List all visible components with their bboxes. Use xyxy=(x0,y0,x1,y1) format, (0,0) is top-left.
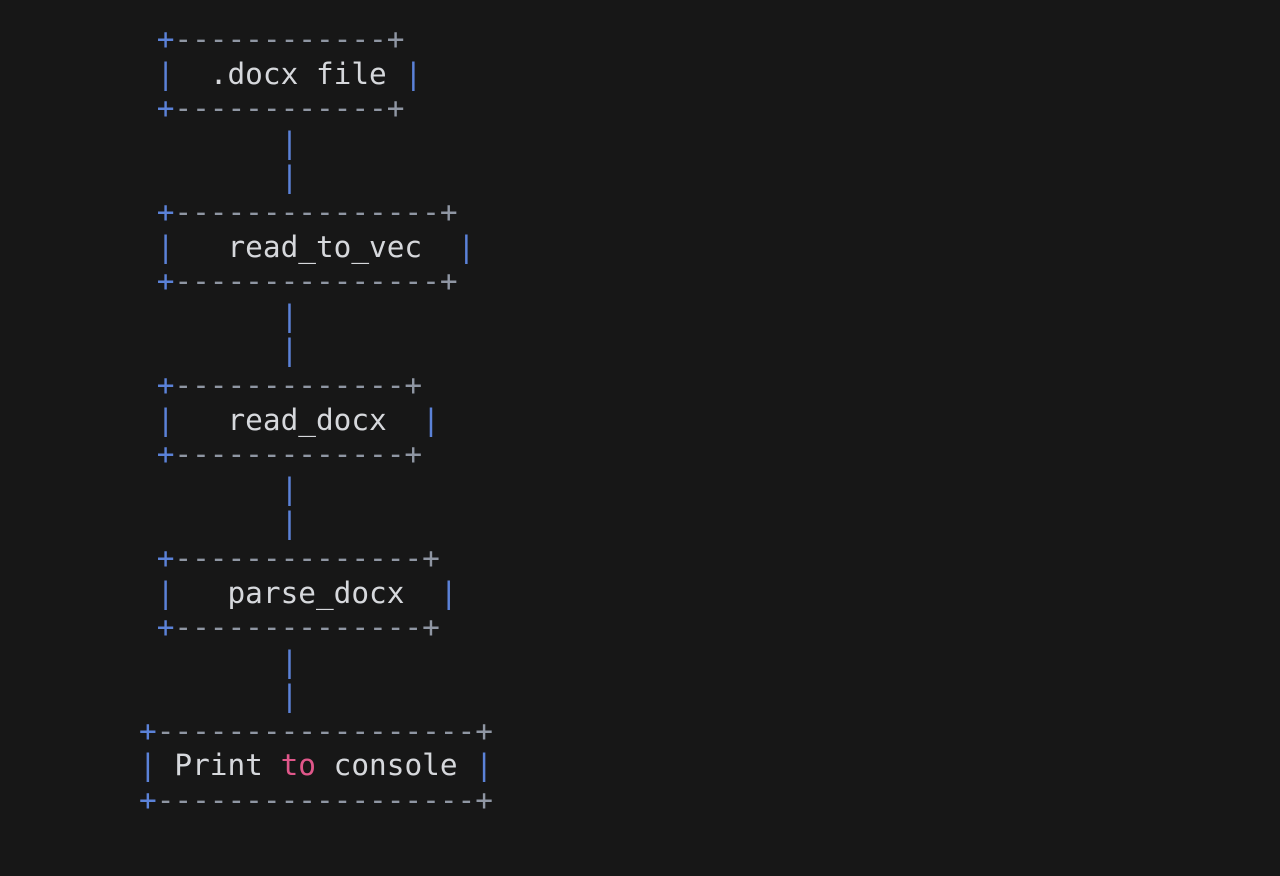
diagram-segment: + xyxy=(156,437,175,472)
diagram-segment xyxy=(139,437,157,471)
diagram-segment: + xyxy=(156,367,175,402)
diagram-segment xyxy=(139,264,157,298)
diagram-segment: | xyxy=(280,298,299,333)
diagram-line: +-------------+ xyxy=(139,437,493,472)
diagram-segment: + xyxy=(156,194,175,229)
diagram-segment xyxy=(139,160,281,194)
diagram-segment xyxy=(139,22,157,56)
diagram-segment: parse_docx xyxy=(174,575,440,610)
diagram-segment: read_docx xyxy=(174,402,423,437)
diagram-segment: | xyxy=(280,679,299,714)
diagram-segment: + xyxy=(139,783,157,818)
diagram-segment xyxy=(139,541,157,575)
diagram-segment: + xyxy=(156,22,175,56)
diagram-segment: --------------+ xyxy=(174,610,440,645)
diagram-line: | xyxy=(139,126,493,161)
diagram-segment: console xyxy=(315,748,476,783)
diagram-line: | xyxy=(139,645,493,680)
diagram-segment: | xyxy=(475,748,493,783)
diagram-segment xyxy=(139,230,157,264)
diagram-line: | xyxy=(139,299,493,334)
diagram-segment: | xyxy=(280,506,299,541)
diagram-line: +------------------+ xyxy=(139,714,493,749)
diagram-segment: + xyxy=(156,91,175,126)
diagram-segment xyxy=(139,91,157,125)
diagram-segment: | xyxy=(156,402,175,437)
diagram-segment xyxy=(139,506,281,540)
diagram-segment: Print xyxy=(156,748,281,783)
diagram-segment: + xyxy=(156,610,175,645)
diagram-segment xyxy=(139,403,157,437)
diagram-segment: --------------+ xyxy=(174,540,440,575)
diagram-segment: | xyxy=(156,575,175,610)
diagram-segment: | xyxy=(280,333,299,368)
diagram-segment: | xyxy=(156,229,175,264)
diagram-segment: read_to_vec xyxy=(174,229,458,264)
diagram-line: +--------------+ xyxy=(139,541,493,576)
diagram-segment: ---------------+ xyxy=(174,194,458,229)
flow-diagram: +------------+ | .docx file | +---------… xyxy=(139,22,493,818)
diagram-segment: | xyxy=(422,402,440,437)
diagram-segment xyxy=(139,576,157,610)
diagram-segment: + xyxy=(156,540,175,575)
diagram-line: +---------------+ xyxy=(139,195,493,230)
diagram-segment: | xyxy=(139,748,157,783)
diagram-line: | xyxy=(139,472,493,507)
diagram-segment: ------------+ xyxy=(174,91,405,126)
diagram-line: | xyxy=(139,160,493,195)
diagram-segment xyxy=(139,195,157,229)
diagram-segment: | xyxy=(280,125,299,160)
diagram-segment xyxy=(139,333,281,367)
diagram-line: | read_to_vec | xyxy=(139,230,493,265)
diagram-line: | xyxy=(139,679,493,714)
diagram-segment: ------------+ xyxy=(174,22,405,56)
diagram-segment: | xyxy=(404,56,423,91)
diagram-segment: to xyxy=(280,748,316,783)
diagram-segment: | xyxy=(156,56,175,91)
diagram-line: | xyxy=(139,333,493,368)
diagram-segment: .docx file xyxy=(174,56,405,91)
diagram-segment xyxy=(139,472,281,506)
diagram-segment xyxy=(139,368,157,402)
diagram-line: +------------+ xyxy=(139,22,493,57)
diagram-line: | parse_docx | xyxy=(139,576,493,611)
diagram-line: | read_docx | xyxy=(139,403,493,438)
diagram-segment: | xyxy=(280,471,299,506)
diagram-line: +-------------+ xyxy=(139,368,493,403)
diagram-segment: | xyxy=(280,160,299,195)
diagram-segment: | xyxy=(457,229,476,264)
diagram-line: +------------------+ xyxy=(139,783,493,818)
diagram-line: | .docx file | xyxy=(139,57,493,92)
diagram-segment: -------------+ xyxy=(174,367,423,402)
diagram-segment xyxy=(139,299,281,333)
diagram-line: | xyxy=(139,506,493,541)
diagram-segment: ------------------+ xyxy=(156,713,493,748)
diagram-segment: ------------------+ xyxy=(156,783,493,818)
diagram-line: +---------------+ xyxy=(139,264,493,299)
diagram-line: | Print to console | xyxy=(139,748,493,783)
diagram-segment xyxy=(139,57,157,91)
diagram-line: +------------+ xyxy=(139,91,493,126)
diagram-segment: ---------------+ xyxy=(174,264,458,299)
diagram-segment xyxy=(139,679,281,713)
diagram-segment: + xyxy=(139,713,157,748)
diagram-segment xyxy=(139,126,281,160)
diagram-segment: | xyxy=(280,644,299,679)
diagram-segment xyxy=(139,645,281,679)
diagram-line: +--------------+ xyxy=(139,610,493,645)
diagram-segment: -------------+ xyxy=(174,437,423,472)
diagram-segment: + xyxy=(156,264,175,299)
diagram-segment xyxy=(139,610,157,644)
diagram-segment: | xyxy=(439,575,458,610)
